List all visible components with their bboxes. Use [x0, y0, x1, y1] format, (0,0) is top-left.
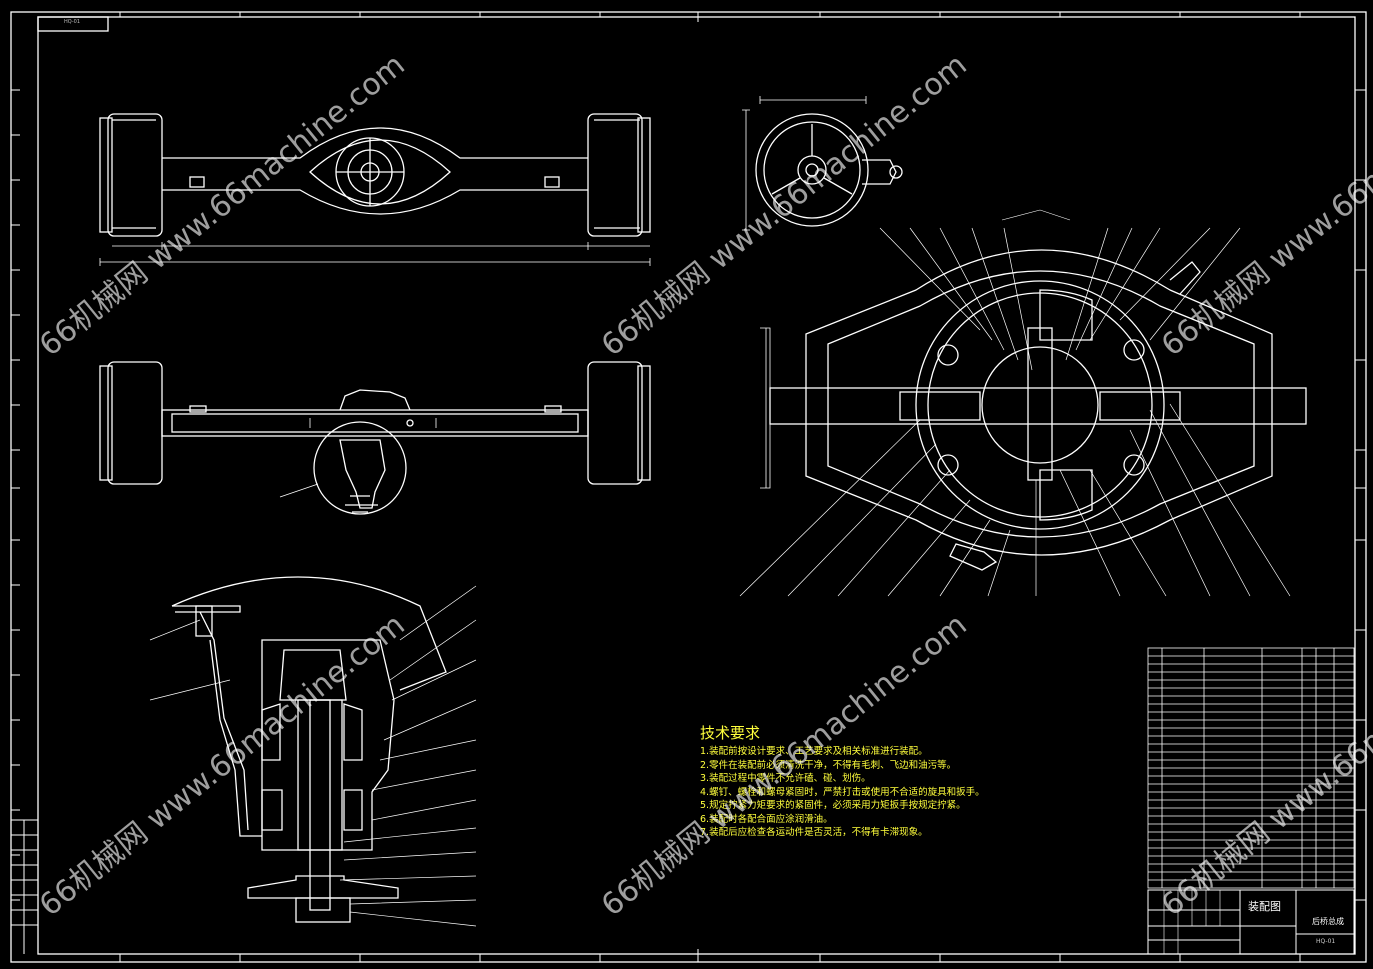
- technical-requirements: 技术要求 1.装配前按设计要求、工艺要求及相关标准进行装配。 2.零件在装配前必…: [700, 722, 985, 840]
- tech-req-line: 2.零件在装配前必须清洗干净，不得有毛刺、飞边和油污等。: [700, 759, 957, 771]
- drawing-subtitle: 后桥总成: [1312, 917, 1344, 926]
- axle-top-view: [99, 113, 651, 266]
- outer-frame: [10, 11, 1367, 963]
- main-section-view: [760, 209, 1307, 571]
- tech-req-heading: 技术要求: [700, 724, 761, 742]
- tech-req-line: 1.装配前按设计要求、工艺要求及相关标准进行装配。: [700, 746, 928, 757]
- tech-req-line: 4.螺钉、螺栓和螺母紧固时，严禁打击或使用不合适的旋具和扳手。: [700, 786, 985, 798]
- tech-req-line: 5.规定拧紧力矩要求的紧固件，必须采用力矩扳手按规定拧紧。: [700, 800, 966, 811]
- side-view: [742, 96, 903, 231]
- leader-lines: [739, 227, 1291, 597]
- tech-req-line: 6.装配时各配合面应涂润滑油。: [700, 813, 833, 825]
- inner-frame: [37, 16, 1356, 955]
- drawing-number: HQ-01: [1316, 938, 1336, 945]
- corner-tag-box: [37, 16, 109, 32]
- detail-section-view: [171, 576, 447, 923]
- axle-front-view: [99, 361, 651, 515]
- title-block: [1147, 889, 1355, 955]
- detail-leaders: [149, 585, 477, 927]
- drawing-title: 装配图: [1248, 900, 1281, 913]
- tech-req-line: 7.装配后应检查各运动件是否灵活，不得有卡滞现象。: [700, 827, 928, 838]
- tech-req-line: 3.装配过程中零件不允许磕、碰、划伤。: [700, 773, 871, 784]
- parts-list-table: [1147, 647, 1355, 889]
- edge-ticks: [11, 12, 1366, 962]
- corner-tag: HQ-01: [64, 19, 81, 25]
